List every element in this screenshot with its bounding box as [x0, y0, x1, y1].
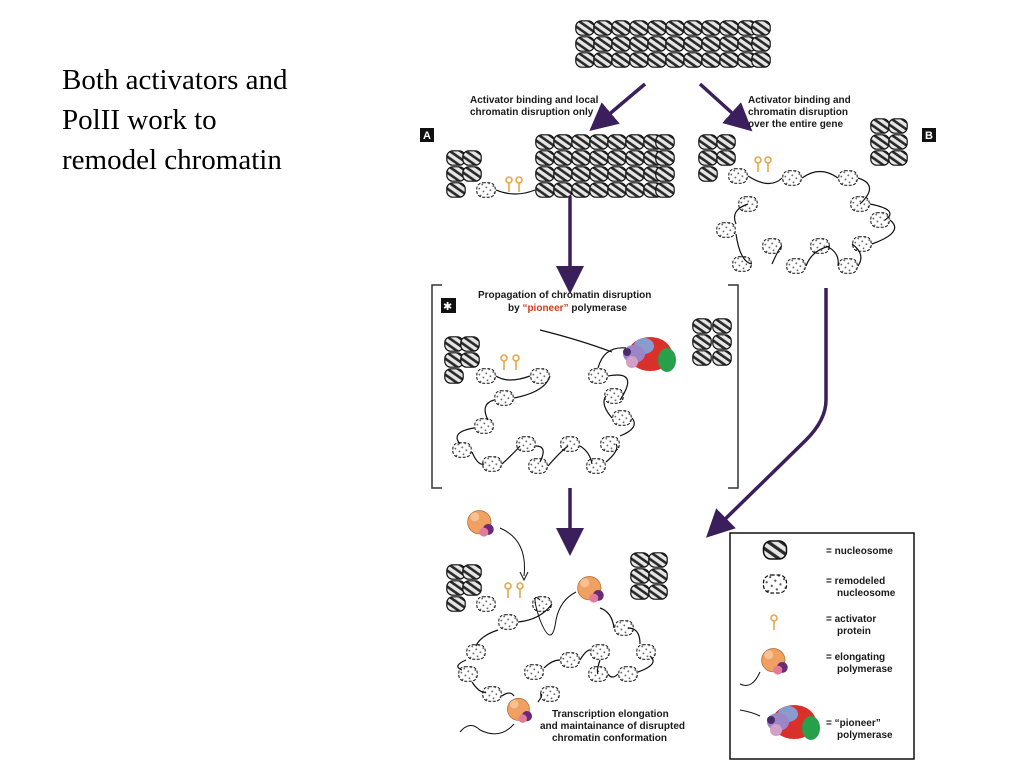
- legend-box: = nucleosome = remodeled nucleosome = ac…: [729, 532, 915, 760]
- propagation-line1: Propagation of chromatin disruption: [478, 290, 651, 301]
- elongation-line1: Transcription elongation: [552, 709, 669, 720]
- elongation-line3: chromatin conformation: [552, 733, 667, 744]
- propagation-line2: by “pioneer” polymerase: [508, 303, 627, 314]
- legend-remodeled-1: = remodeled: [826, 576, 885, 587]
- badge-star: ✱: [441, 298, 456, 313]
- panel-star-bracket-left: [431, 284, 442, 489]
- legend-elongating-2: polymerase: [837, 664, 893, 675]
- slide-title-text: Both activators and PolII work to remode…: [62, 64, 288, 176]
- arrow-to-b: [698, 82, 753, 132]
- arrow-to-a: [589, 82, 647, 132]
- svg-text:✱: ✱: [443, 301, 452, 313]
- svg-text:B: B: [925, 130, 933, 142]
- label-a-line1: Activator binding and local: [470, 95, 599, 106]
- legend-pioneer-2: polymerase: [837, 730, 893, 741]
- label-b-line3: over the entire gene: [748, 119, 843, 130]
- legend-remodeled-2: nucleosome: [837, 588, 896, 599]
- bottom-panel-chromatin: [446, 510, 668, 735]
- legend-activator-1: = activator: [826, 614, 876, 625]
- label-a-line2: chromatin disruption only: [470, 107, 594, 118]
- legend-pioneer-1: = “pioneer”: [826, 718, 881, 729]
- svg-text:A: A: [423, 130, 431, 142]
- panel-b-chromatin: [698, 118, 908, 274]
- panel-star-chromatin: [444, 318, 732, 474]
- legend-elongating-1: = elongating: [826, 652, 885, 663]
- legend-nucleosome: = nucleosome: [826, 546, 893, 557]
- legend-activator-2: protein: [837, 626, 871, 637]
- badge-b: B: [922, 128, 936, 142]
- panel-star-bracket-right: [728, 284, 739, 489]
- arrow-b-down: [705, 288, 828, 538]
- label-b-line1: Activator binding and: [748, 95, 851, 106]
- elongation-line2: and maintainance of disrupted: [540, 721, 685, 732]
- label-b-line2: chromatin disruption: [748, 107, 848, 118]
- top-condensed-chromatin: [575, 20, 771, 68]
- badge-a: A: [420, 128, 434, 142]
- panel-a-chromatin: [446, 134, 675, 198]
